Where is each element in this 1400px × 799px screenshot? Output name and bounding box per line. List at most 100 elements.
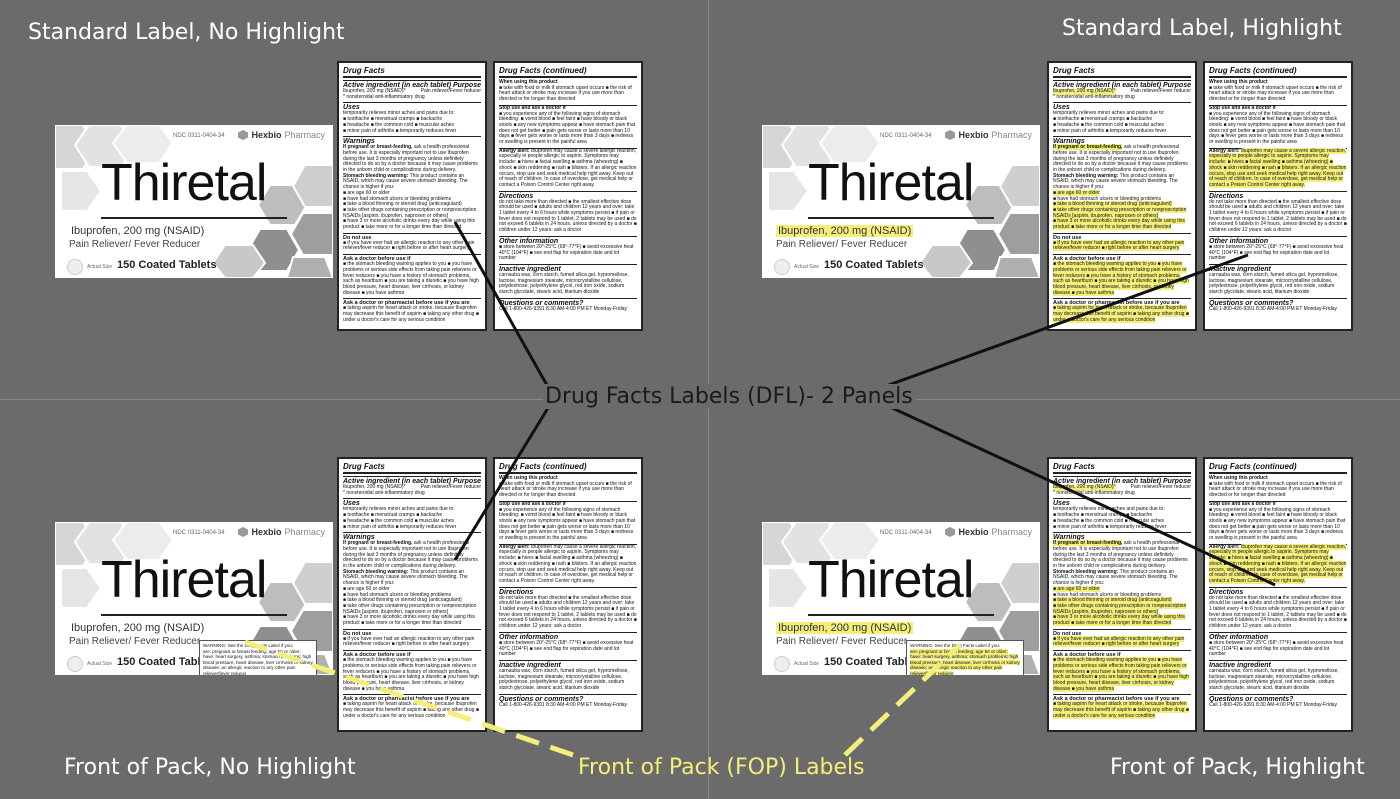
product-name: Thiretal [808,154,974,212]
ask-pharmacist-text: ■ taking aspirin for heart attack or str… [343,701,481,719]
fop-warning-line: WARNING: See the Drug Facts Label if you… [203,643,294,648]
inactive-ingredient-text: carnauba wax, corn starch, fumed silica … [499,667,629,692]
brand-suffix: Pharmacy [991,130,1032,140]
questions-heading: Questions or comments? [1209,693,1347,703]
fop-warning-line: reliever/fever reducer [203,670,247,676]
drug-facts-continued-title: Drug Facts (continued) [1209,462,1347,474]
allergy-alert-text: Ibuprofen may cause a severe allergic re… [1209,147,1347,188]
drug-facts-continued-title: Drug Facts (continued) [1209,66,1347,78]
inactive-ingredient-text: carnauba wax, corn starch, fumed silica … [1209,667,1339,692]
do-not-use-bullets: ■ if you have ever had an allergic react… [1053,635,1185,648]
stomach-warning-bold: Stomach bleeding warning: [343,172,409,179]
ask-pharmacist-text: ■ taking aspirin for heart attack or str… [1053,305,1191,323]
product-name: Thiretal [808,551,974,609]
stomach-warning-bold: Stomach bleeding warning: [1053,172,1119,179]
warnings-text: If pregnant or breast-feeding, ask a hea… [1053,144,1191,231]
allergy-alert: Allergy alert: Ibuprofen may cause a sev… [1209,147,1347,189]
ask-doctor-bullets: ■ the stomach bleeding warning applies t… [1053,657,1189,692]
when-using-heading: When using this product [1209,79,1268,85]
uses-line: ■ toothache ■ menstrual cramps ■ backach… [1053,116,1153,123]
active-ingredient: Ibuprofen, 200 mg (NSAID) [71,225,205,237]
uses-line: ■ minor pain of arthritis ■ temporarily … [343,523,457,530]
warnings-text: If pregnant or breast-feeding, ask a hea… [343,540,481,627]
do-not-use-heading: Do not use [343,628,481,637]
pregnancy-warning-bold: If pregnant or breast-feeding, [343,540,413,547]
bullet-age: ■ are age 60 or older [1053,585,1100,592]
other-information-text: ■ store between 20°-25°C (68°-77°F) ■ av… [1209,639,1344,658]
allergy-alert-text: Ibuprofen may cause a severe allergic re… [1209,543,1347,584]
brand-suffix: Pharmacy [284,130,325,140]
do-not-use-text: ■ if you have ever had an allergic react… [1053,239,1191,252]
uses-line: ■ minor pain of arthritis ■ temporarily … [1053,523,1167,530]
ask-pharmacist-heading: Ask a doctor or pharmacist before use if… [343,298,481,306]
directions-text: do not take more than directed ■ the sma… [1209,594,1347,630]
uses-heading: Uses [343,498,481,507]
directions-text: do not take more than directed ■ the sma… [499,198,637,234]
ask-doctor-heading: Ask a doctor before use if [343,254,481,262]
uses-line: ■ headache ■ the common cold ■ muscular … [1053,121,1165,128]
dfl-panel-2-bottom-right: Drug Facts (continued)When using this pr… [1203,457,1353,732]
fop-warning-line: are: pregnant or breast feeding; age 60 … [910,648,1008,654]
ask-pharmacist-text: ■ taking aspirin for heart attack or str… [1053,701,1191,719]
active-ingredient-row: Ibuprofen, 200 mg (NSAID)*Pain reliever/… [343,484,481,491]
uses-line: temporarily relieves minor aches and pai… [343,110,455,117]
product-name-underline [101,217,287,219]
fop-warning-line: blood pressure, heart disease, liver cir… [203,659,313,665]
when-using-text: ■ take with food or milk if stomach upse… [1209,480,1342,499]
fop-warning-line: blood pressure, heart disease, liver cir… [910,659,1020,665]
do-not-use-text: ■ if you have ever had an allergic react… [343,239,481,252]
title-bottom-left: Front of Pack, No Highlight [64,755,356,780]
hexbio-logo-icon [238,527,249,537]
ask-pharmacist-bullets: ■ taking aspirin for heart attack or str… [343,701,479,719]
do-not-use-bullets: ■ if you have ever had an allergic react… [343,635,475,648]
allergy-alert: Allergy alert: Ibuprofen may cause a sev… [499,543,637,585]
ask-doctor-text: ■ the stomach bleeding warning applies t… [1053,657,1191,692]
uses-line: ■ headache ■ the common cold ■ muscular … [343,121,455,128]
allergy-alert-bold: Allergy alert: [1209,147,1240,154]
ask-doctor-text: ■ the stomach bleeding warning applies t… [1053,261,1191,296]
purpose-text: Pain reliever/Fever reducer [420,88,481,94]
product-use: Pain Reliever/ Fever Reducer [69,636,201,647]
product-use: Pain Reliever/ Fever Reducer [776,636,908,647]
directions-heading: Directions [1209,586,1347,596]
product-use: Pain Reliever/ Fever Reducer [69,239,201,250]
warnings-text: If pregnant or breast-feeding, ask a hea… [343,144,481,231]
do-not-use-bullets: ■ if you have ever had an allergic react… [343,239,475,252]
active-ingredient-row: Ibuprofen, 200 mg (NSAID)*Pain reliever/… [1053,88,1191,95]
product-name: Thiretal [101,154,267,212]
product-box-standard-no-highlight: NDC 0311-0404-34 Hexbio Pharmacy Thireta… [55,125,333,278]
ask-doctor-text: ■ the stomach bleeding warning applies t… [343,657,481,692]
ndc-code: NDC 0311-0404-34 [880,530,932,536]
directions-heading: Directions [499,586,637,596]
uses-text: temporarily relieves minor aches and pai… [343,507,481,530]
stomach-warning-text: This product contains an NSAID, which ma… [343,568,468,587]
uses-heading: Uses [343,102,481,111]
stomach-warning-bold: Stomach bleeding warning: [343,568,409,575]
ask-doctor-heading: Ask a doctor before use if [1053,650,1191,658]
dfl-panel-2-top-right: Drug Facts (continued)When using this pr… [1203,61,1353,331]
brand-suffix: Pharmacy [991,527,1032,537]
ndc-code: NDC 0311-0404-34 [173,530,225,536]
ask-pharmacist-heading: Ask a doctor or pharmacist before use if… [1053,694,1191,702]
directions-heading: Directions [1209,190,1347,200]
do-not-use-bullets: ■ if you have ever had an allergic react… [1053,239,1185,252]
dfl-panel-2-bottom-left: Drug Facts (continued)When using this pr… [493,457,643,732]
other-information-text: ■ store between 20°-25°C (68°-77°F) ■ av… [499,243,634,262]
other-information-text: ■ store between 20°-25°C (68°-77°F) ■ av… [499,639,634,658]
pregnancy-warning-text: ask a health professional before use. It… [343,144,478,174]
ask-pharmacist-bullets: ■ taking aspirin for heart attack or str… [1053,305,1189,323]
active-ingredient-text: Ibuprofen, 200 mg (NSAID)* [343,88,406,94]
active-ingredient-text: Ibuprofen, 200 mg (NSAID)* [343,484,406,490]
title-bottom-right: Front of Pack, Highlight [1110,755,1365,780]
brand-mark: Hexbio Pharmacy [238,130,325,140]
tablet-count: 150 Coated Tablets [117,259,217,271]
when-using-text: ■ take with food or milk if stomach upse… [499,84,632,103]
other-information-text: ■ store between 20°-25°C (68°-77°F) ■ av… [1209,243,1344,262]
directions-text: do not take more than directed ■ the sma… [1209,198,1347,234]
actual-size-tablet-icon [67,259,83,275]
fop-warning-box: WARNING: See the Drug Facts Label if you… [199,640,317,675]
ask-doctor-bullets: ■ the stomach bleeding warning applies t… [343,657,479,692]
bullet-ulcer: ■ have had stomach ulcers or bleeding pr… [1053,591,1162,598]
uses-text: temporarily relieves minor aches and pai… [1053,111,1191,134]
actual-size-label: Actual Size [87,661,113,667]
